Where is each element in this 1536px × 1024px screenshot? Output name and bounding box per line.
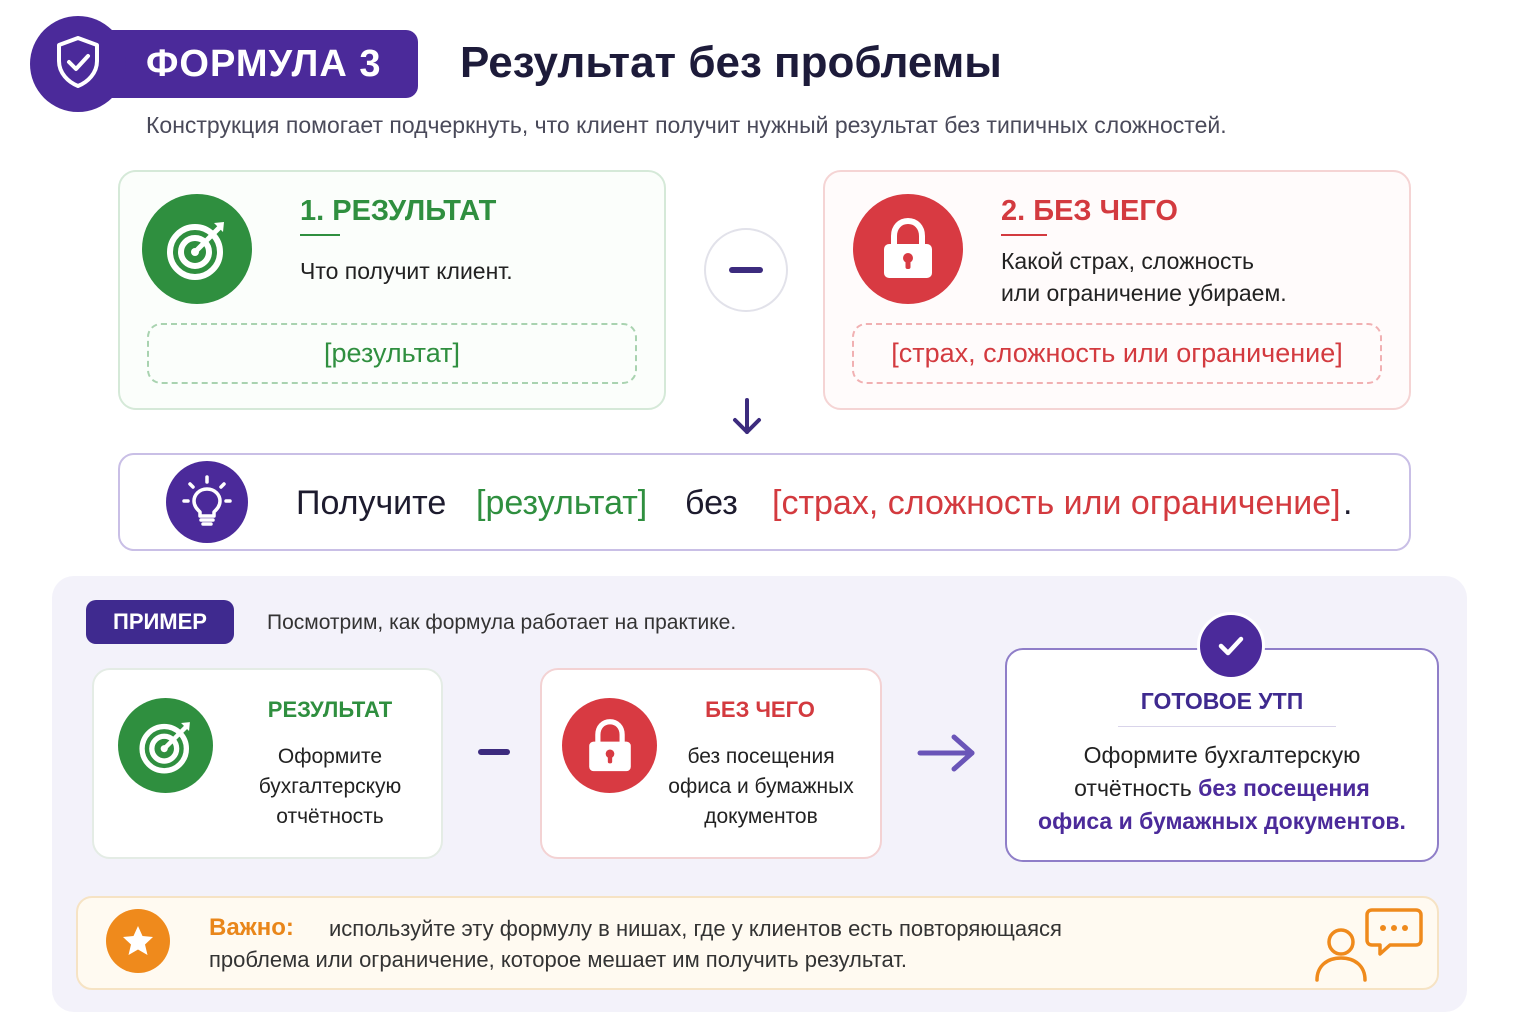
- minus-operator: [704, 228, 788, 312]
- result-heading-underline: [300, 234, 340, 236]
- without-heading-underline: [1001, 234, 1047, 236]
- star-icon: [106, 909, 170, 973]
- example-lock-icon: [562, 698, 657, 793]
- page-title: Результат без проблемы: [460, 38, 1002, 87]
- example-without-line2: офиса и бумажных: [668, 775, 854, 798]
- result-card-heading: 1. РЕЗУЛЬТАТ: [300, 195, 497, 227]
- without-description-line1: Какой страх, сложность: [1001, 248, 1255, 274]
- formula-badge: ФОРМУЛА 3: [96, 30, 418, 98]
- lock-icon: [853, 194, 963, 304]
- result-placeholder-text: [результат]: [324, 338, 460, 368]
- example-badge: ПРИМЕР: [86, 600, 234, 644]
- formula-without-part: [страх, сложность или ограничение]: [772, 484, 1341, 522]
- shield-check-icon: [49, 33, 107, 96]
- ready-line1: Оформите бухгалтерскую: [1083, 742, 1361, 768]
- person-chat-icon: [1312, 906, 1426, 987]
- important-note: [76, 896, 1439, 990]
- ready-line3: офиса и бумажных документов.: [1038, 808, 1406, 834]
- without-card-heading: 2. БЕЗ ЧЕГО: [1001, 195, 1178, 227]
- example-ready-heading: ГОТОВОЕ УТП: [1140, 688, 1304, 714]
- badge-shield-circle: [30, 16, 126, 112]
- minus-icon: [729, 267, 763, 273]
- example-ready-text: Оформите бухгалтерскую отчётность без по…: [1005, 739, 1439, 838]
- target-icon: [142, 194, 252, 304]
- without-placeholder-box: [страх, сложность или ограничение]: [852, 323, 1382, 384]
- example-without-heading: БЕЗ ЧЕГО: [705, 697, 815, 722]
- example-result-heading: РЕЗУЛЬТАТ: [267, 697, 393, 722]
- example-without-text: без посещения офиса и бумажных документо…: [655, 742, 867, 832]
- result-card-description: Что получит клиент.: [300, 258, 513, 284]
- without-description-line2: или ограничение убираем.: [1001, 280, 1287, 306]
- example-result-line2: бухгалтерскую: [258, 775, 402, 798]
- lightbulb-icon: [166, 461, 248, 543]
- formula-word-without: без: [685, 484, 738, 522]
- formula-bar: [118, 453, 1411, 551]
- result-placeholder-box: [результат]: [147, 323, 637, 384]
- arrow-down-icon: [729, 396, 765, 443]
- important-line1: используйте эту формулу в нишах, где у к…: [329, 916, 1062, 941]
- example-badge-label: ПРИМЕР: [113, 609, 207, 634]
- formula-badge-label: ФОРМУЛА 3: [146, 42, 382, 85]
- example-target-icon: [118, 698, 213, 793]
- example-without-line3: документов: [704, 805, 818, 828]
- example-minus-icon: [478, 749, 510, 755]
- formula-word-get: Получите: [296, 484, 447, 522]
- without-card-description: Какой страх, сложность или ограничение у…: [1001, 245, 1287, 309]
- arrow-right-icon: [916, 731, 978, 780]
- example-intro: Посмотрим, как формула работает на практ…: [267, 611, 737, 634]
- ready-line2-bold: без посещения: [1198, 775, 1370, 801]
- important-label: Важно:: [209, 914, 294, 941]
- ready-line2: отчётность без посещения: [1005, 772, 1439, 805]
- example-result-line3: отчётность: [276, 805, 384, 828]
- page-subtitle: Конструкция помогает подчеркнуть, что кл…: [146, 112, 1227, 138]
- ready-line2-plain: отчётность: [1074, 775, 1199, 801]
- example-result-text: Оформите бухгалтерскую отчётность: [230, 742, 430, 832]
- important-line2: проблема или ограничение, которое мешает…: [209, 947, 907, 972]
- example-ready-card: [1005, 648, 1439, 862]
- example-result-line1: Оформите: [277, 745, 383, 768]
- check-badge-icon: [1197, 612, 1265, 680]
- example-without-line1: без посещения: [687, 745, 835, 768]
- without-placeholder-text: [страх, сложность или ограничение]: [891, 338, 1343, 368]
- formula-result-part: [результат]: [476, 484, 648, 522]
- formula-period: .: [1343, 484, 1353, 522]
- ready-heading-divider: [1118, 726, 1336, 727]
